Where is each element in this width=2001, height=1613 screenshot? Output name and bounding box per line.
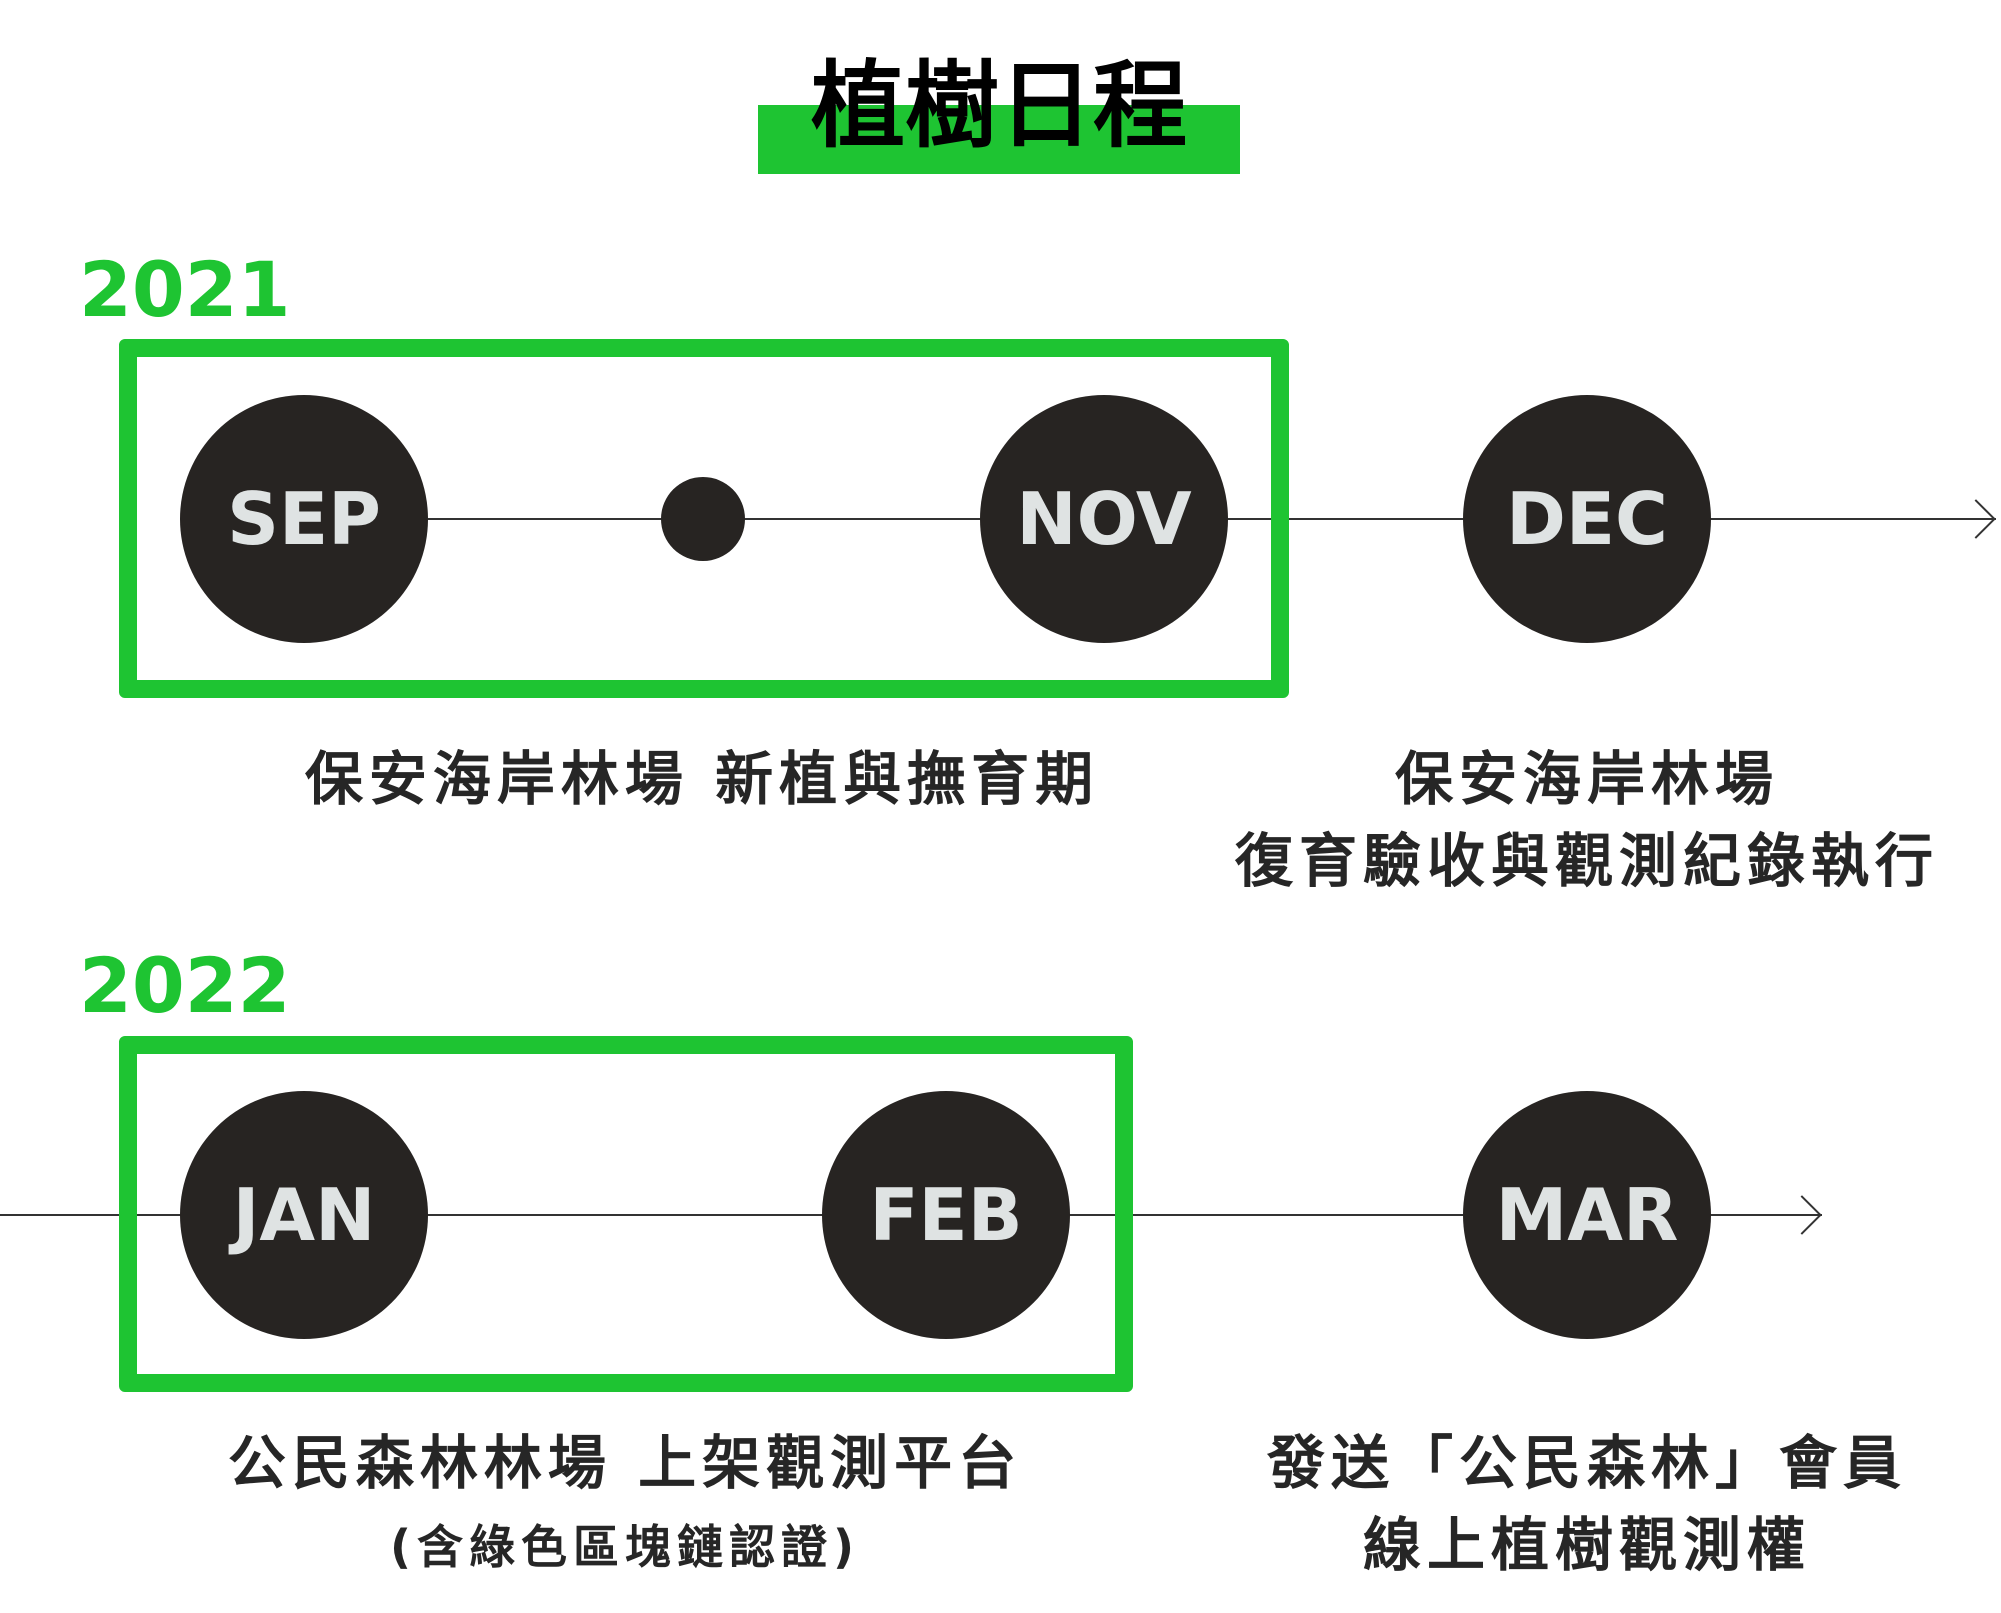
caption-mar-line1: 發送「公民森林」會員: [1266, 1429, 1908, 1497]
month-circle-dec: DEC: [1463, 395, 1711, 643]
timeline-dot: [661, 477, 745, 561]
arrow-right-icon: [1782, 1195, 1822, 1235]
caption-jan-feb-line1: 公民森林林場 上架觀測平台: [227, 1429, 1023, 1497]
title-highlight-bar: [758, 105, 1240, 174]
page-title: 植樹日程: [810, 52, 1187, 161]
month-circle-sep: SEP: [180, 395, 428, 643]
month-circle-nov: NOV: [980, 395, 1228, 643]
highlight-box-2022: [119, 1036, 1133, 1392]
caption-sep-nov: 保安海岸林場 新植與撫育期: [304, 745, 1100, 813]
caption-dec-line2: 復育驗收與觀測紀錄執行: [1234, 827, 1940, 895]
highlight-box-2021: [119, 339, 1289, 698]
month-circle-feb: FEB: [822, 1091, 1070, 1339]
year-label-2022: 2022: [79, 941, 291, 1030]
arrow-right-icon: [1956, 499, 1996, 539]
month-circle-mar: MAR: [1463, 1091, 1711, 1339]
caption-dec-line1: 保安海岸林場: [1394, 745, 1780, 813]
caption-jan-feb-line2: (含綠色區塊鏈認證): [389, 1520, 861, 1574]
caption-mar-line2: 線上植樹觀測權: [1362, 1511, 1812, 1579]
month-circle-jan: JAN: [180, 1091, 428, 1339]
year-label-2021: 2021: [79, 245, 291, 334]
